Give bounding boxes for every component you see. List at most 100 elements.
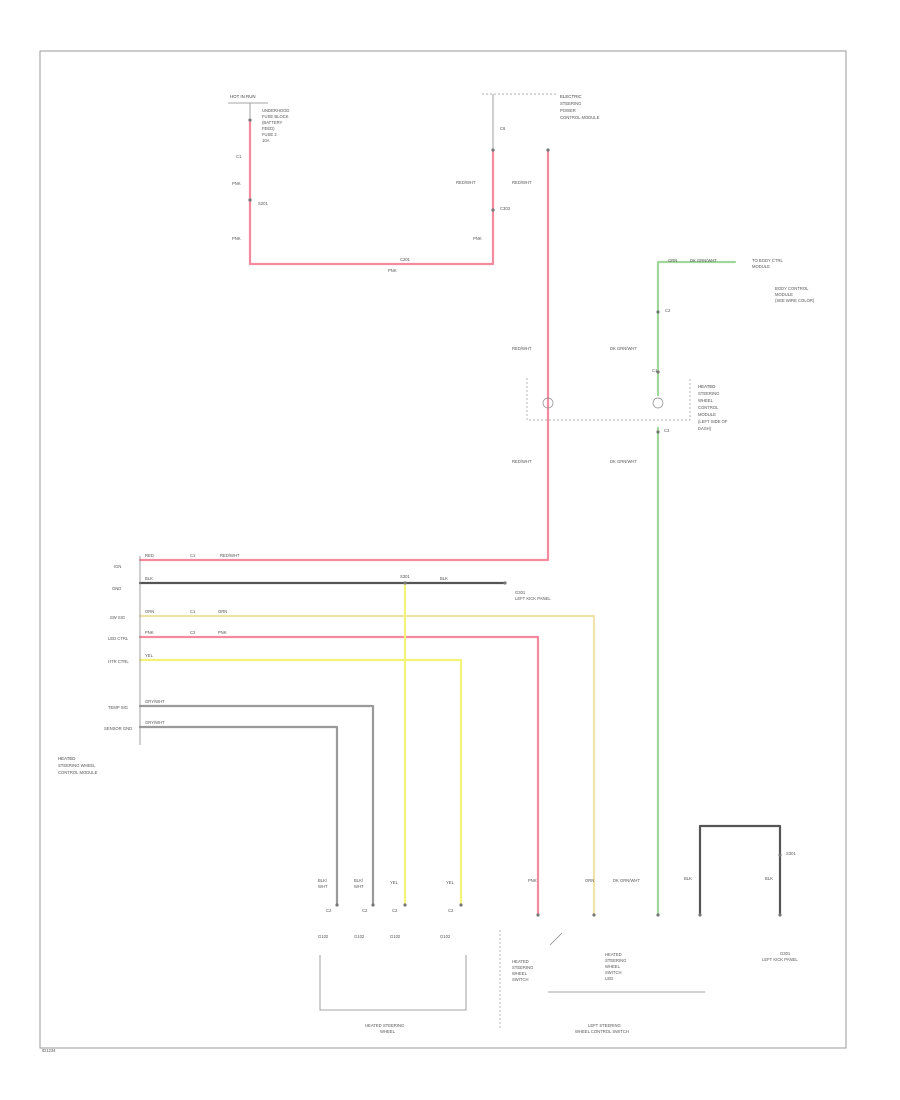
pin-wire-2: BLK bbox=[145, 576, 153, 581]
mid-lower-conn: C3 bbox=[664, 428, 670, 433]
terminal-dot bbox=[592, 913, 596, 917]
bottom-wire-b-1: WHT bbox=[354, 884, 364, 889]
wire-tan bbox=[138, 614, 596, 917]
switch-right-label-1: STEERING bbox=[605, 958, 626, 963]
top-left-term: C1 bbox=[236, 154, 242, 159]
switch-arm bbox=[549, 932, 563, 946]
mid-lower-wire-left: RED/WHT bbox=[512, 459, 532, 464]
top-right-wire-1: RED/WHT bbox=[456, 180, 476, 185]
bottom-wire-1: BLK/ bbox=[354, 878, 364, 883]
top-right-wire-2: RED/WHT bbox=[512, 180, 532, 185]
fuse-desc-4: FUSE 2 bbox=[262, 132, 277, 137]
terminal-dot bbox=[491, 148, 495, 152]
left-module-desc-1: CONTROL MODULE bbox=[58, 770, 98, 775]
bottom-pin-1: G102 bbox=[354, 934, 365, 939]
switch-label-1: STEERING bbox=[512, 965, 533, 970]
mid-module-desc-1: WHEEL bbox=[698, 398, 714, 403]
mid-module-box bbox=[526, 378, 691, 421]
pin-wire-7: GRY/WHT bbox=[145, 720, 165, 725]
pin-label-1: GND bbox=[112, 586, 121, 591]
terminal-dot bbox=[656, 370, 660, 374]
wire-temp-signal bbox=[138, 704, 375, 907]
bottom-link-conn: C201 bbox=[400, 257, 411, 262]
top-right-wire-3: PNK bbox=[473, 236, 482, 241]
terminal-dot bbox=[778, 853, 782, 857]
pin-label-5: TEMP SIG bbox=[108, 705, 128, 710]
pin-wire-3b: ORN bbox=[218, 609, 227, 614]
right-top-desc-1: MODULE bbox=[775, 292, 793, 297]
right-top-dest: TO BODY CTRL bbox=[752, 258, 783, 263]
bottom-wire-0: BLK/ bbox=[318, 878, 328, 883]
bottom-right-wire-2: DK GRN/WHT bbox=[613, 878, 640, 883]
terminal-dot bbox=[656, 430, 660, 434]
page-id: ID1234 bbox=[42, 1048, 56, 1053]
top-left-splice: S201 bbox=[258, 201, 268, 206]
far-right-wire: BLK bbox=[684, 876, 692, 881]
mid-module-connector-left bbox=[542, 397, 554, 409]
terminal-dot bbox=[403, 581, 407, 585]
mid-module-desc-3: MODULE bbox=[698, 412, 716, 417]
right-mid-term: C1 bbox=[652, 368, 658, 373]
mid-module-desc-0: STEERING bbox=[698, 391, 719, 396]
switch-label-0: HEATED bbox=[512, 959, 529, 964]
wire-green-upper bbox=[656, 260, 737, 397]
terminal-dot bbox=[403, 903, 407, 907]
bottom-wire-3: YEL bbox=[446, 880, 455, 885]
far-right-ground2: LEFT KICK PANEL bbox=[762, 957, 798, 962]
terminal-dot bbox=[335, 903, 339, 907]
far-right-ground: G301 bbox=[780, 951, 791, 956]
pin-wire-2-dest2: LEFT KICK PANEL bbox=[515, 596, 551, 601]
pin-label-2: SW SIG bbox=[110, 615, 125, 620]
switch-label-2: WHEEL bbox=[512, 971, 528, 976]
right-top-desc-0: BODY CONTROL bbox=[775, 286, 809, 291]
terminal-dot bbox=[698, 913, 702, 917]
mid-left-wire: RED/WHT bbox=[512, 346, 532, 351]
right-mid-conn: C2 bbox=[665, 308, 671, 313]
terminal-dot bbox=[248, 118, 252, 122]
switch-group-label: LEFT STEERING bbox=[588, 1023, 621, 1028]
far-right-splice: S301 bbox=[786, 851, 796, 856]
bottom-link-wire: PNK bbox=[388, 268, 397, 273]
mid-module-desc-2: CONTROL bbox=[698, 405, 719, 410]
top-right-term: C6 bbox=[500, 126, 506, 131]
pin-label-3: LED CTRL bbox=[108, 636, 129, 641]
pin-wire-6: GRY/WHT bbox=[145, 699, 165, 704]
pin-wire-4b: PNK bbox=[218, 630, 227, 635]
bottom-pin-0: G102 bbox=[318, 934, 329, 939]
wire-yellow-heater bbox=[138, 658, 463, 907]
top-right-conn: C303 bbox=[500, 206, 511, 211]
fuse-desc-0: UNDERHOOD bbox=[262, 108, 289, 113]
pin-wire-1b: RED/WHT bbox=[220, 553, 240, 558]
module-desc-2: CONTROL MODULE bbox=[560, 115, 600, 120]
left-module-desc-0: STEERING WHEEL bbox=[58, 763, 96, 768]
bottom-pin-2: G102 bbox=[390, 934, 401, 939]
fuse-desc-3: FEED) bbox=[262, 126, 275, 131]
wire-right-red bbox=[138, 148, 550, 562]
heater-box bbox=[319, 955, 467, 1011]
bottom-conn-0: C2 bbox=[326, 908, 332, 913]
fuse-desc-1: FUSE BLOCK bbox=[262, 114, 289, 119]
switch-right-label-2: WHEEL bbox=[605, 964, 621, 969]
pin-wire-1-conn: C1 bbox=[190, 553, 196, 558]
terminal-dot bbox=[546, 148, 550, 152]
wire-top-red bbox=[248, 118, 495, 266]
mid-module-title: HEATED bbox=[698, 384, 715, 389]
mid-module-connector-right bbox=[652, 397, 664, 409]
top-left-wire-1: PNK bbox=[232, 181, 241, 186]
mid-module-extra-0: (LEFT SIDE OF bbox=[698, 419, 728, 424]
pin-wire-1: RED bbox=[145, 553, 154, 558]
pin-wire-4-conn: C2 bbox=[190, 630, 196, 635]
pin-wire-3: ORN bbox=[145, 609, 154, 614]
switch-group-label2: WHEEL CONTROL SWITCH bbox=[575, 1029, 629, 1034]
pin-label-0: IGN bbox=[114, 564, 121, 569]
bottom-pin-3: G102 bbox=[440, 934, 451, 939]
bottom-conn-3: C2 bbox=[448, 908, 454, 913]
pin-splice: S301 bbox=[400, 574, 410, 579]
pin-wire-2b: BLK bbox=[440, 576, 448, 581]
pin-label-6: SENSOR GND bbox=[104, 726, 132, 731]
right-mid-wire: DK GRN/WHT bbox=[610, 346, 637, 351]
bottom-wire-2: YEL bbox=[390, 880, 399, 885]
module-desc-0: STEERING bbox=[560, 101, 581, 106]
bottom-right-wire-1: ORN bbox=[585, 878, 594, 883]
